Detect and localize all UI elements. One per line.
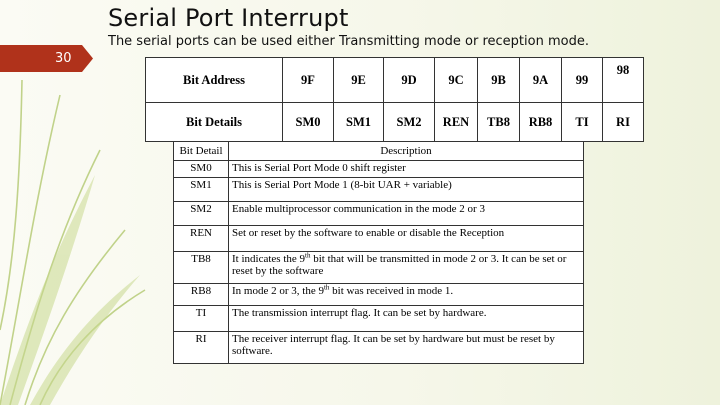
table-row: RB8 In mode 2 or 3, the 9th bit was rece… bbox=[173, 283, 584, 306]
bit-detail-cell: TI bbox=[561, 102, 603, 142]
table-row: TI The transmission interrupt flag. It c… bbox=[173, 305, 584, 332]
bit-address-cell: 9D bbox=[383, 57, 435, 103]
bit-description: In mode 2 or 3, the 9th bit was received… bbox=[228, 283, 584, 306]
bit-description: This is Serial Port Mode 0 shift registe… bbox=[228, 160, 584, 178]
bit-description: The transmission interrupt flag. It can … bbox=[228, 305, 584, 332]
bit-name: RB8 bbox=[173, 283, 229, 306]
bit-detail-cell: SM2 bbox=[383, 102, 435, 142]
bit-address-cell: 9E bbox=[333, 57, 384, 103]
bit-address-cell: 9A bbox=[519, 57, 562, 103]
table-row: TB8 It indicates the 9th bit that will b… bbox=[173, 251, 584, 284]
bit-detail-cell: REN bbox=[434, 102, 478, 142]
bit-address-cell: 9C bbox=[434, 57, 478, 103]
bit-name: SM0 bbox=[173, 160, 229, 178]
table-row: SM2 Enable multiprocessor communication … bbox=[173, 201, 584, 226]
bit-detail-cell: TB8 bbox=[477, 102, 520, 142]
bit-address-label: Bit Address bbox=[145, 57, 283, 103]
bit-description: Set or reset by the software to enable o… bbox=[228, 225, 584, 252]
bit-description: The receiver interrupt flag. It can be s… bbox=[228, 331, 584, 364]
slide-subtitle: The serial ports can be used either Tran… bbox=[108, 34, 589, 49]
bit-description: Enable multiprocessor communication in t… bbox=[228, 201, 584, 226]
bit-detail-cell: RI bbox=[602, 102, 644, 142]
bit-name: TI bbox=[173, 305, 229, 332]
table-row: SM1 This is Serial Port Mode 1 (8-bit UA… bbox=[173, 177, 584, 202]
bit-detail-cell: RB8 bbox=[519, 102, 562, 142]
bit-details-label: Bit Details bbox=[145, 102, 283, 142]
bit-address-row: Bit Address 9F 9E 9D 9C 9B 9A 99 98 bbox=[145, 57, 644, 103]
bit-address-table: Bit Address 9F 9E 9D 9C 9B 9A 99 98 Bit … bbox=[145, 57, 644, 142]
bit-address-cell: 99 bbox=[561, 57, 603, 103]
bit-name: SM2 bbox=[173, 201, 229, 226]
bit-name: RI bbox=[173, 331, 229, 364]
table-row: REN Set or reset by the software to enab… bbox=[173, 225, 584, 252]
bit-description-table: Bit Detail Description SM0 This is Seria… bbox=[173, 141, 584, 364]
bit-address-cell: 9F bbox=[282, 57, 334, 103]
bit-detail-cell: SM1 bbox=[333, 102, 384, 142]
bit-name: REN bbox=[173, 225, 229, 252]
table-row: SM0 This is Serial Port Mode 0 shift reg… bbox=[173, 160, 584, 178]
slide-number: 30 bbox=[0, 45, 93, 72]
header-bit-detail: Bit Detail bbox=[173, 141, 229, 161]
desc-header-row: Bit Detail Description bbox=[173, 141, 584, 161]
table-row: RI The receiver interrupt flag. It can b… bbox=[173, 331, 584, 364]
bit-name: TB8 bbox=[173, 251, 229, 284]
bit-description: It indicates the 9th bit that will be tr… bbox=[228, 251, 584, 284]
bit-name: SM1 bbox=[173, 177, 229, 202]
bit-details-row: Bit Details SM0 SM1 SM2 REN TB8 RB8 TI R… bbox=[145, 102, 644, 142]
bit-address-cell: 9B bbox=[477, 57, 520, 103]
slide-title: Serial Port Interrupt bbox=[108, 4, 349, 32]
header-description: Description bbox=[228, 141, 584, 161]
bit-description: This is Serial Port Mode 1 (8-bit UAR + … bbox=[228, 177, 584, 202]
bit-address-cell: 98 bbox=[602, 57, 644, 103]
bit-detail-cell: SM0 bbox=[282, 102, 334, 142]
